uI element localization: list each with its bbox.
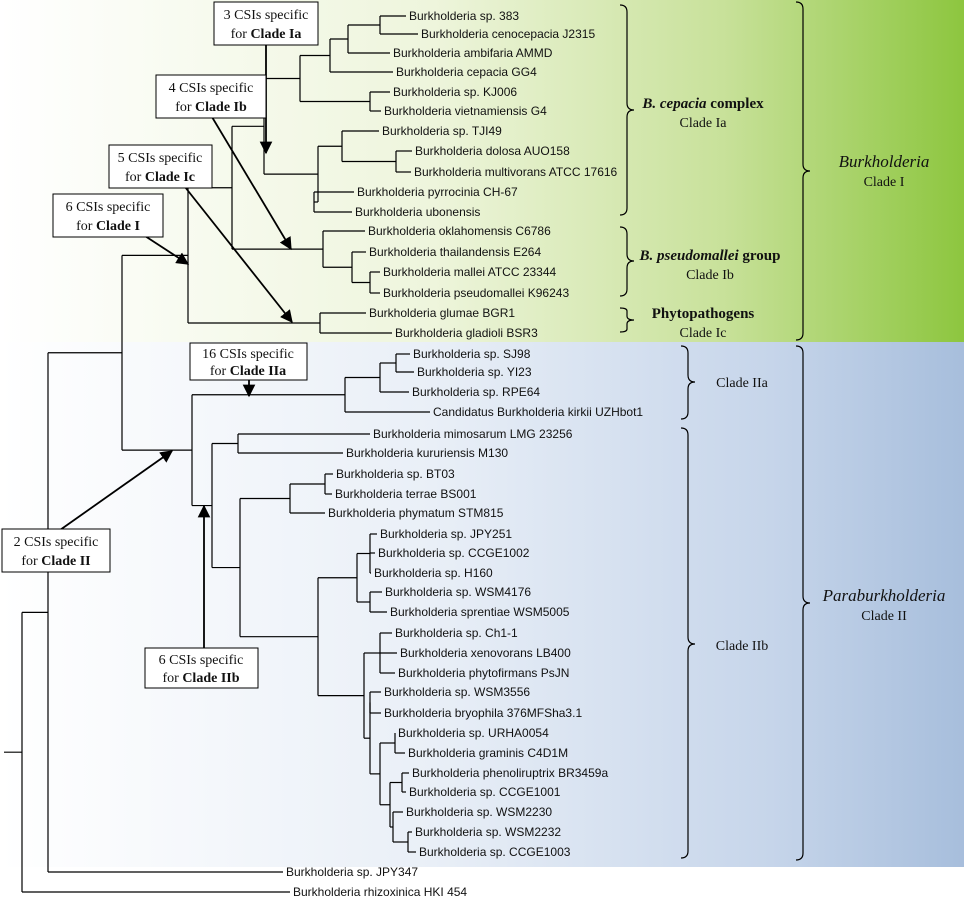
genus-burkholderia-clade: Clade I	[864, 175, 905, 190]
clade-ic-label: Clade Ic	[679, 326, 726, 341]
taxon-label: Burkholderia mimosarum LMG 23256	[373, 427, 573, 441]
csi-box-clade-i: 6 CSIs specific for Clade I	[52, 193, 164, 238]
clade-iia-label: Clade IIa	[716, 376, 768, 391]
svg-text:for Clade Ia: for Clade Ia	[231, 27, 302, 42]
taxon-label: Burkholderia ubonensis	[355, 205, 480, 219]
svg-text:for Clade I: for Clade I	[76, 219, 140, 234]
bracket-clade-ib	[619, 226, 635, 297]
svg-text:for Clade Ic: for Clade Ic	[125, 170, 195, 185]
taxon-label: Burkholderia sp. RPE64	[412, 385, 540, 399]
taxon-label: Burkholderia pseudomallei K96243	[383, 286, 569, 300]
taxon-label: Burkholderia pyrrocinia CH-67	[357, 185, 518, 199]
taxon-label: Burkholderia sp. JPY347	[286, 865, 418, 879]
taxon-label: Burkholderia sp. CCGE1002	[378, 546, 530, 560]
clade-iib-label: Clade IIb	[716, 639, 768, 654]
taxon-label: Burkholderia sprentiae WSM5005	[390, 605, 570, 619]
taxon-label: Burkholderia graminis C4D1M	[408, 746, 568, 760]
genus-burkholderia-name: Burkholderia	[839, 152, 930, 171]
bracket-clade-iib	[680, 427, 696, 859]
genus-paraburkholderia-clade: Clade II	[861, 609, 907, 624]
svg-text:for Clade IIb: for Clade IIb	[162, 671, 239, 686]
taxon-label: Burkholderia thailandensis E264	[369, 245, 541, 259]
csi-box-clade-iib: 6 CSIs specific for Clade IIb	[144, 647, 259, 689]
svg-text:2 CSIs specific: 2 CSIs specific	[14, 535, 99, 550]
taxon-label: Burkholderia phenoliruptrix BR3459a	[412, 766, 608, 780]
clade-ia-label: Clade Ia	[679, 116, 727, 131]
taxon-label: Burkholderia cepacia GG4	[396, 65, 537, 79]
svg-text:6 CSIs specific: 6 CSIs specific	[159, 653, 244, 668]
svg-text:16 CSIs specific: 16 CSIs specific	[202, 347, 294, 362]
taxon-label: Burkholderia sp. CCGE1001	[409, 785, 561, 799]
svg-text:6 CSIs specific: 6 CSIs specific	[66, 200, 151, 215]
svg-text:for Clade IIa: for Clade IIa	[210, 364, 286, 379]
taxon-label: Burkholderia sp. H160	[374, 566, 493, 580]
taxon-label: Burkholderia sp. JPY251	[380, 527, 512, 541]
taxon-label: Burkholderia ambifaria AMMD	[393, 46, 553, 60]
taxon-label: Burkholderia sp. WSM3556	[384, 685, 530, 699]
clade-ib-name: B. pseudomallei group	[639, 248, 781, 264]
svg-text:5 CSIs specific: 5 CSIs specific	[118, 151, 203, 166]
bracket-clade-ia	[619, 4, 635, 216]
arrow-clade-ib	[211, 116, 292, 251]
genus-paraburkholderia-name: Paraburkholderia	[822, 586, 946, 605]
taxon-label: Burkholderia phymatum STM815	[328, 506, 504, 520]
taxon-label: Burkholderia phytofirmans PsJN	[398, 666, 569, 680]
bracket-clade-ii	[795, 345, 811, 861]
taxon-label: Burkholderia terrae BS001	[335, 487, 477, 501]
taxon-label: Burkholderia sp. 383	[409, 9, 519, 23]
taxon-label: Burkholderia dolosa AUO158	[415, 144, 570, 158]
arrow-clade-i	[144, 235, 190, 265]
taxon-label: Burkholderia sp. BT03	[336, 467, 455, 481]
taxon-label: Burkholderia multivorans ATCC 17616	[414, 165, 618, 179]
taxon-label: Candidatus Burkholderia kirkii UZHbot1	[433, 405, 643, 419]
bracket-clade-i	[795, 1, 811, 341]
tree-branches	[4, 15, 430, 893]
taxon-label: Burkholderia kururiensis M130	[346, 446, 508, 460]
taxon-label: Burkholderia glumae BGR1	[369, 306, 515, 320]
csi-box-clade-ii: 2 CSIs specific for Clade II	[1, 528, 111, 573]
taxon-label: Burkholderia sp. WSM4176	[385, 585, 531, 599]
csi-box-clade-ic: 5 CSIs specific for Clade Ic	[108, 144, 213, 189]
csi-box-clade-ib: 4 CSIs specific for Clade Ib	[155, 74, 267, 119]
arrow-clade-ic	[184, 186, 293, 323]
taxon-label: Burkholderia sp. YI23	[417, 365, 532, 379]
taxon-label: Burkholderia sp. CCGE1003	[419, 845, 571, 859]
csi-box-clade-iia: 16 CSIs specific for Clade IIa	[189, 342, 308, 381]
taxon-label: Burkholderia xenovorans LB400	[400, 646, 571, 660]
clade-ib-label: Clade Ib	[686, 268, 734, 283]
taxon-label: Burkholderia sp. URHA0054	[398, 726, 549, 740]
bracket-clade-ic	[619, 307, 635, 333]
taxon-label: Burkholderia cenocepacia J2315	[421, 27, 595, 41]
clade-ia-name: B. cepacia complex	[641, 96, 764, 112]
taxon-label: Burkholderia vietnamiensis G4	[384, 104, 547, 118]
clade-ic-name: Phytopathogens	[652, 306, 755, 322]
bracket-clade-iia	[680, 345, 696, 420]
svg-text:for Clade Ib: for Clade Ib	[175, 100, 247, 115]
taxon-label: Burkholderia mallei ATCC 23344	[383, 265, 557, 279]
svg-text:for Clade II: for Clade II	[21, 554, 90, 569]
svg-text:3 CSIs specific: 3 CSIs specific	[224, 8, 309, 23]
taxon-label: Burkholderia sp. SJ98	[413, 347, 531, 361]
taxon-label: Burkholderia oklahomensis C6786	[368, 224, 551, 238]
taxon-label: Burkholderia sp. Ch1-1	[395, 626, 518, 640]
arrow-clade-ii	[59, 450, 174, 531]
taxon-label: Burkholderia sp. WSM2232	[415, 825, 561, 839]
taxon-label: Burkholderia bryophila 376MFSha3.1	[384, 706, 582, 720]
svg-text:4 CSIs specific: 4 CSIs specific	[169, 81, 254, 96]
csi-box-clade-ia: 3 CSIs specific for Clade Ia	[213, 1, 319, 46]
taxon-label: Burkholderia sp. TJI49	[382, 124, 502, 138]
taxon-label: Burkholderia sp. WSM2230	[406, 805, 552, 819]
taxon-label: Burkholderia sp. KJ006	[393, 85, 517, 99]
taxon-label: Burkholderia gladioli BSR3	[395, 326, 538, 340]
taxon-label: Burkholderia rhizoxinica HKI 454	[293, 885, 467, 899]
